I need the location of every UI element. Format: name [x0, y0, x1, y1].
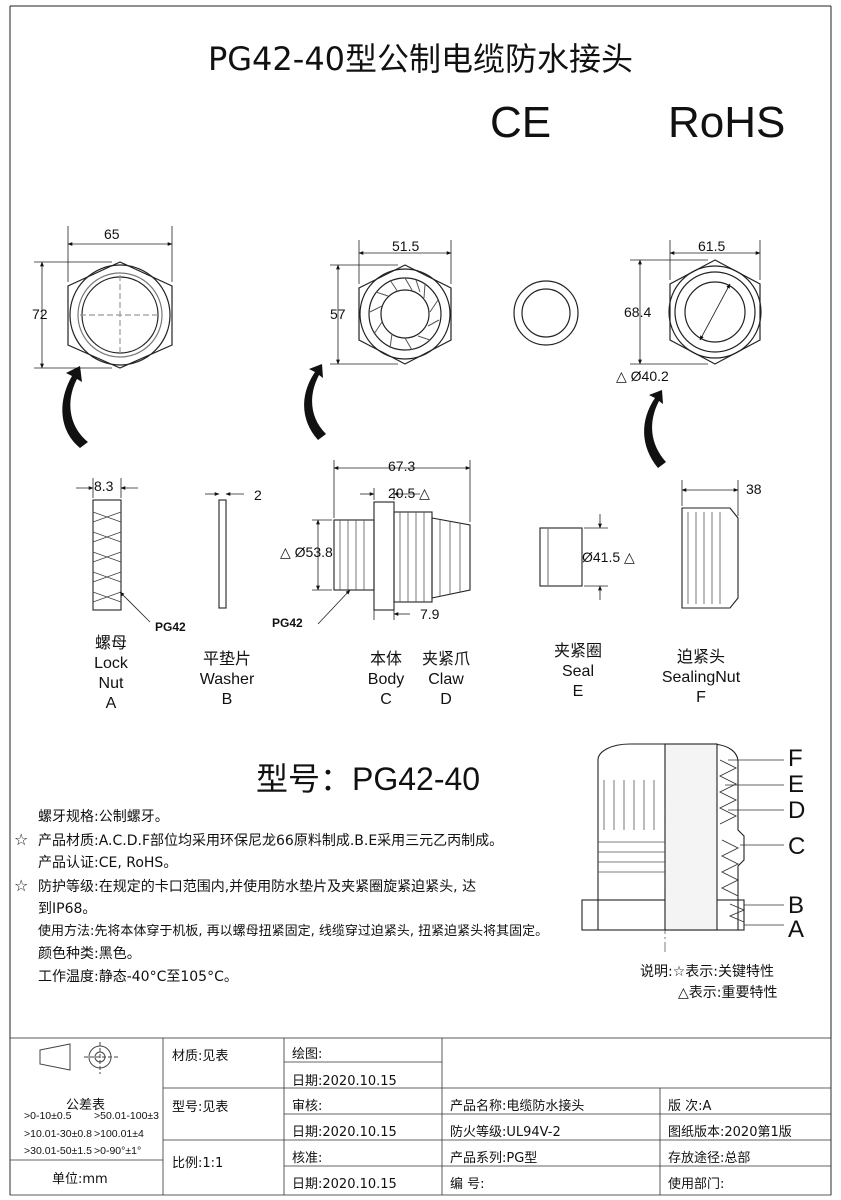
rohs-mark: RoHS [668, 98, 786, 147]
dim-lines-nut [34, 226, 173, 369]
model-no: 型号:见表 [172, 1100, 229, 1115]
tolerance-1a: >0-10±0.5 [24, 1110, 72, 1122]
page-title: PG42-40型公制电缆防水接头 [207, 40, 634, 78]
tolerance-2a: >10.01-30±0.8 [24, 1128, 92, 1140]
checked-date: 日期:2020.10.15 [292, 1125, 397, 1140]
revision: 版 次:A [668, 1099, 712, 1114]
washer-side-view [218, 499, 227, 609]
spec-line: 使用方法:先将本体穿于机板, 再以螺母扭紧固定, 线缆穿过迫紧头, 扭紧迫紧头将… [38, 923, 549, 939]
fire-rating: 防火等级:UL94V-2 [450, 1125, 561, 1140]
title-block-grid [9, 1037, 832, 1196]
model-number: 型号：PG42-40 [256, 761, 481, 797]
dim-lines-seal [584, 514, 608, 600]
assembly-section-view [581, 743, 746, 955]
material: 材质:见表 [172, 1049, 229, 1064]
dim-sealnut-length: 38 [746, 481, 762, 497]
dim-sealnut-width: 61.5 [698, 238, 726, 254]
dim-locknut-thickness: 8.3 [94, 478, 114, 494]
dim-body-height: 57 [330, 306, 346, 322]
drawn-date: 日期:2020.10.15 [292, 1074, 397, 1089]
dim-body-segment: 20.5 △ [388, 485, 430, 501]
assembly-arrows [62, 364, 666, 468]
lock-nut-top-view [67, 261, 173, 369]
lock-nut-side-view [92, 499, 122, 611]
spec-line: 产品认证:CE, RoHS。 [38, 855, 178, 871]
assembly-letter-a: A [788, 916, 805, 943]
dim-sealnut-diameter: △ Ø40.2 [616, 368, 669, 384]
dim-nut-height: 72 [32, 306, 48, 322]
seal-side-view [539, 527, 583, 587]
unit: 单位:mm [52, 1172, 108, 1187]
dim-sealnut-height: 68.4 [624, 304, 652, 320]
tolerance-title: 公差表 [66, 1098, 106, 1113]
product-name: 产品名称:电缆防水接头 [450, 1099, 585, 1114]
body-top-view [358, 264, 452, 365]
assembly-letter-e: E [788, 771, 805, 798]
thread-tag-lock-nut: PG42 [155, 620, 186, 634]
spec-line: 工作温度:静态-40°C至105°C。 [38, 968, 238, 985]
sealing-nut-side-view [681, 507, 739, 609]
drawing-number: 编 号: [450, 1177, 485, 1192]
spec-line: ☆防护等级:在规定的卡口范围内,并使用防水垫片及夹紧圈旋紧迫紧头, 达 [14, 875, 477, 895]
sealing-nut-top-view [668, 259, 762, 365]
body-side-view [333, 501, 471, 611]
drawing-version: 图纸版本:2020第1版 [668, 1125, 792, 1140]
projection-symbol [39, 1042, 118, 1074]
page-frame [9, 5, 832, 1195]
spec-line: 到IP68。 [38, 901, 97, 917]
ce-mark: CE [490, 98, 552, 147]
spec-line: 颜色种类:黑色。 [38, 946, 141, 962]
assembly-leader-lines [725, 759, 784, 926]
assembly-letter-c: C [788, 833, 806, 860]
dim-lines-sealing-nut-side [681, 480, 739, 516]
tolerance-3a: >30.01-50±1.5 [24, 1145, 92, 1157]
approved-date: 日期:2020.10.15 [292, 1177, 397, 1192]
spec-list: 螺牙规格:公制螺牙。 ☆产品材质:A.C.D.F部位均采用环保尼龙66原料制成.… [14, 806, 584, 988]
using-department: 使用部门: [668, 1177, 725, 1192]
dim-lines-sealing-nut [630, 240, 761, 365]
dim-lines-lock-nut-side [76, 478, 151, 623]
product-series: 产品系列:PG型 [450, 1151, 538, 1166]
legend: 说明:☆表示:关键特性 △表示:重要特性 [640, 964, 778, 1001]
tolerance-3b: >0-90°±1° [94, 1145, 142, 1157]
dim-body-diameter: △ Ø53.8 [280, 544, 333, 560]
assembly-letter-b: B [788, 892, 805, 919]
thread-tag-body: PG42 [272, 616, 303, 630]
dim-body-thread: 7.9 [420, 606, 440, 622]
dim-lines-body-side [312, 460, 471, 625]
spec-line: ☆产品材质:A.C.D.F部位均采用环保尼龙66原料制成.B.E采用三元乙丙制成… [14, 829, 504, 849]
dim-body-length: 67.3 [388, 458, 416, 474]
dim-lines-body [330, 240, 452, 365]
checked-by: 审核: [292, 1099, 323, 1114]
scale: 比例:1:1 [172, 1156, 224, 1171]
dim-body-width: 51.5 [392, 238, 420, 254]
assembly-letter-f: F [788, 745, 803, 772]
spec-line: 螺牙规格:公制螺牙。 [38, 809, 169, 825]
tolerance-1b: >50.01-100±3 [94, 1110, 160, 1122]
dim-seal-diameter: Ø41.5 △ [582, 549, 635, 565]
dim-nut-width: 65 [104, 226, 120, 242]
approved-by: 核准: [292, 1151, 323, 1166]
tolerance-2b: >100.01±4 [94, 1128, 144, 1140]
dim-washer-thickness: 2 [254, 487, 262, 503]
storage-path: 存放途径:总部 [668, 1151, 751, 1166]
assembly-letter-d: D [788, 797, 806, 824]
drawn-by: 绘图: [292, 1047, 323, 1062]
seal-top-view [513, 280, 579, 346]
